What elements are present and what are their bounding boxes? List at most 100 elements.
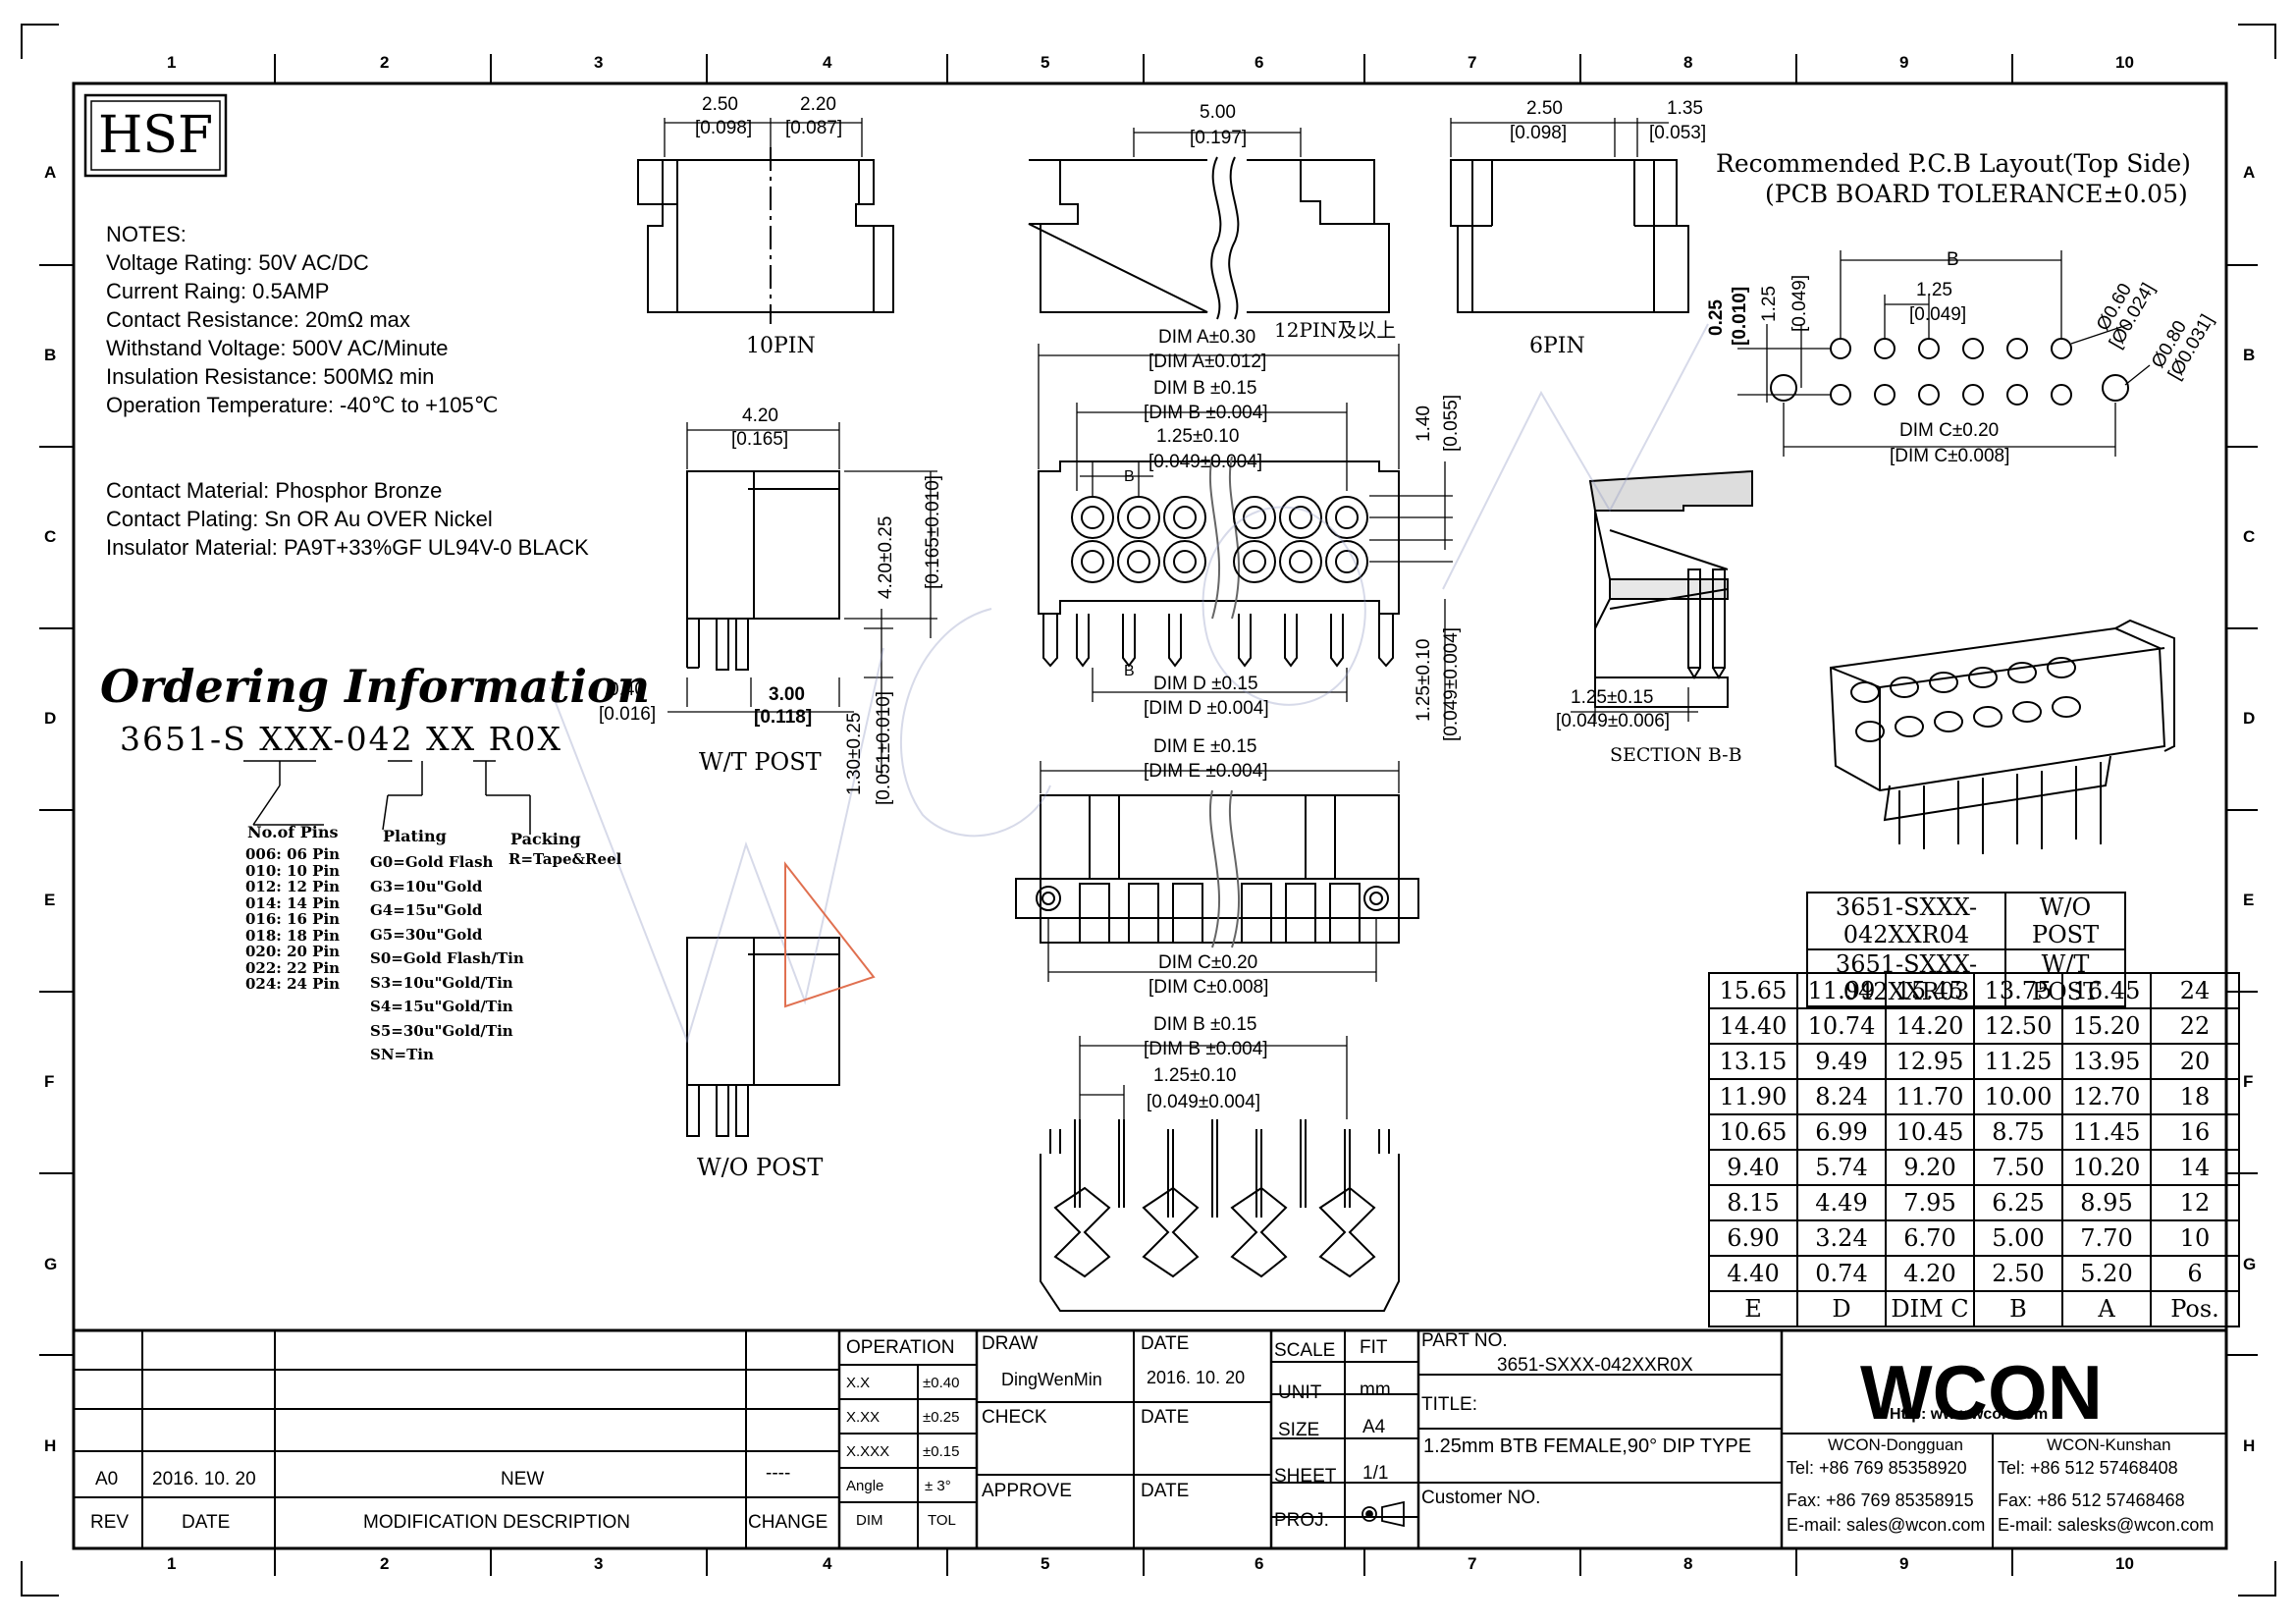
- pcb-dim-label: 1.25: [1759, 286, 1780, 322]
- table-header-cell: Pos.: [2150, 1290, 2240, 1327]
- caption-12pin: 12PIN及以上: [1274, 318, 1397, 342]
- scale-label: SCALE: [1274, 1340, 1336, 1361]
- dim-label: 1.30±0.25: [844, 712, 865, 795]
- variant-desc: W/O POST: [2004, 892, 2126, 950]
- dim-label: [0.049±0.004]: [1147, 1092, 1261, 1112]
- size-value: A4: [1362, 1417, 1386, 1437]
- dim-label: [0.055]: [1441, 394, 1462, 452]
- proj-label: PROJ.: [1274, 1510, 1329, 1531]
- variant-part: 3651-SXXX-042XXR04: [1806, 892, 2006, 950]
- grid-col-9-bottom: 9: [1899, 1554, 1909, 1573]
- dim-col-label: DIM: [856, 1512, 883, 1529]
- dongguan-title: WCON-Dongguan: [1828, 1435, 1963, 1454]
- plating-option: G4=15u"Gold: [370, 901, 483, 919]
- pcb-dim-label: DIM C±0.20: [1899, 420, 2000, 441]
- table-cell: 3.24: [1796, 1219, 1887, 1257]
- dim-label: 1.40: [1414, 406, 1434, 442]
- grid-col-10-bottom: 10: [2115, 1554, 2134, 1573]
- rev-date: 2016. 10. 20: [152, 1469, 256, 1489]
- table-cell: 2.50: [1973, 1255, 2063, 1292]
- grid-col-6-bottom: 6: [1255, 1554, 1264, 1573]
- table-cell: 12.95: [1885, 1043, 1975, 1080]
- note-line: Insulation Resistance: 500MΩ min: [106, 364, 435, 389]
- pins-list: 006: 06 Pin 010: 10 Pin 012: 12 Pin 014:…: [245, 846, 340, 993]
- grid-row-d-right: D: [2243, 709, 2256, 728]
- dim-label: 4.20: [742, 406, 778, 426]
- table-cell: 13.75: [1973, 972, 2063, 1009]
- unit-label: UNIT: [1278, 1382, 1322, 1403]
- table-cell: 7.95: [1885, 1184, 1975, 1221]
- grid-col-1: 1: [167, 53, 177, 72]
- dim-label: [0.087]: [785, 118, 843, 138]
- title-value: 1.25mm BTB FEMALE,90° DIP TYPE: [1423, 1435, 1752, 1457]
- hsf-logo-frame: [83, 93, 228, 178]
- tol-key: Angle: [846, 1478, 884, 1494]
- tol-key: X.X: [846, 1375, 871, 1391]
- table-cell: 7.50: [1973, 1149, 2063, 1186]
- pins-option: 010: 10 Pin: [245, 861, 341, 880]
- packing-option: R=Tape&Reel: [508, 850, 622, 868]
- table-cell: 8.24: [1796, 1078, 1887, 1115]
- hsf-logo-text: HSF: [98, 106, 214, 165]
- pcb-tolerance-note: (PCB BOARD TOLERANCE±0.05): [1765, 180, 2188, 208]
- pins-option: 014: 14 Pin: [245, 893, 341, 912]
- kunshan-tel: Tel: +86 512 57468408: [1998, 1458, 2178, 1478]
- rev-change: ----: [766, 1463, 791, 1484]
- tol-col-label: TOL: [928, 1512, 956, 1529]
- dim-label: [0.165±0.010]: [923, 474, 943, 589]
- grid-col-5: 5: [1041, 53, 1050, 72]
- bottom-pins-view: [1040, 1119, 1400, 1312]
- dim-label: 1.25±0.10: [1156, 426, 1240, 447]
- pcb-dim-label: [0.010]: [1730, 286, 1750, 346]
- table-cell: 6: [2150, 1255, 2240, 1292]
- tol-key: X.XX: [846, 1409, 881, 1426]
- pcb-dim-label: 0.25: [1706, 299, 1727, 336]
- approve-label: APPROVE: [982, 1481, 1072, 1501]
- material-line: Contact Material: Phosphor Bronze: [106, 478, 443, 503]
- grid-col-3: 3: [594, 53, 604, 72]
- dim-label: [DIM D ±0.004]: [1144, 698, 1269, 719]
- plating-option: G0=Gold Flash: [370, 853, 494, 871]
- watermark-accent: [784, 861, 876, 1008]
- bottom-pins-dims: [1079, 1036, 1348, 1119]
- material-line: Contact Plating: Sn OR Au OVER Nickel: [106, 507, 493, 531]
- note-line: Withstand Voltage: 500V AC/Minute: [106, 336, 449, 360]
- table-header-cell: B: [1973, 1290, 2063, 1327]
- table-cell: 16.45: [2061, 972, 2152, 1009]
- rev-label: REV: [90, 1512, 130, 1533]
- grid-row-a-right: A: [2243, 163, 2256, 182]
- plating-list: G0=Gold Flash G3=10u"Gold G4=15u"Gold G5…: [370, 850, 524, 1067]
- plating-option: S4=15u"Gold/Tin: [370, 998, 513, 1015]
- section-marker: B: [1124, 468, 1135, 485]
- table-cell: 10: [2150, 1219, 2240, 1257]
- pins-option: 012: 12 Pin: [245, 878, 341, 895]
- caption-6pin: 6PIN: [1529, 334, 1585, 358]
- grid-row-b-right: B: [2243, 346, 2256, 364]
- dim-label: [0.165]: [731, 429, 789, 450]
- dim-label: 0.40: [609, 679, 645, 700]
- front-view-dims: [1038, 344, 1453, 727]
- kunshan-email: E-mail: salesks@wcon.com: [1998, 1515, 2215, 1535]
- grid-col-8-bottom: 8: [1683, 1554, 1693, 1573]
- kunshan-title: WCON-Kunshan: [2047, 1435, 2171, 1454]
- table-cell: 13.95: [2061, 1043, 2152, 1080]
- table-header-cell: E: [1708, 1290, 1798, 1327]
- packing-title: Packing: [510, 830, 581, 848]
- dim-label: 1.25±0.15: [1571, 687, 1654, 708]
- plating-option: G5=30u"Gold: [370, 925, 483, 944]
- grid-row-e-right: E: [2243, 891, 2255, 909]
- table-cell: 4.49: [1796, 1184, 1887, 1221]
- rev-description: NEW: [501, 1469, 545, 1489]
- scale-value: FIT: [1360, 1337, 1388, 1358]
- isometric-connector: [1829, 619, 2175, 854]
- grid-col-4: 4: [823, 53, 832, 72]
- grid-col-7-bottom: 7: [1468, 1554, 1477, 1573]
- title-block-lines: [74, 1328, 2226, 1548]
- grid-row-g-right: G: [2243, 1255, 2257, 1273]
- table-cell: 9.20: [1885, 1149, 1975, 1186]
- grid-row-g: G: [44, 1255, 58, 1273]
- table-cell: 0.74: [1796, 1255, 1887, 1292]
